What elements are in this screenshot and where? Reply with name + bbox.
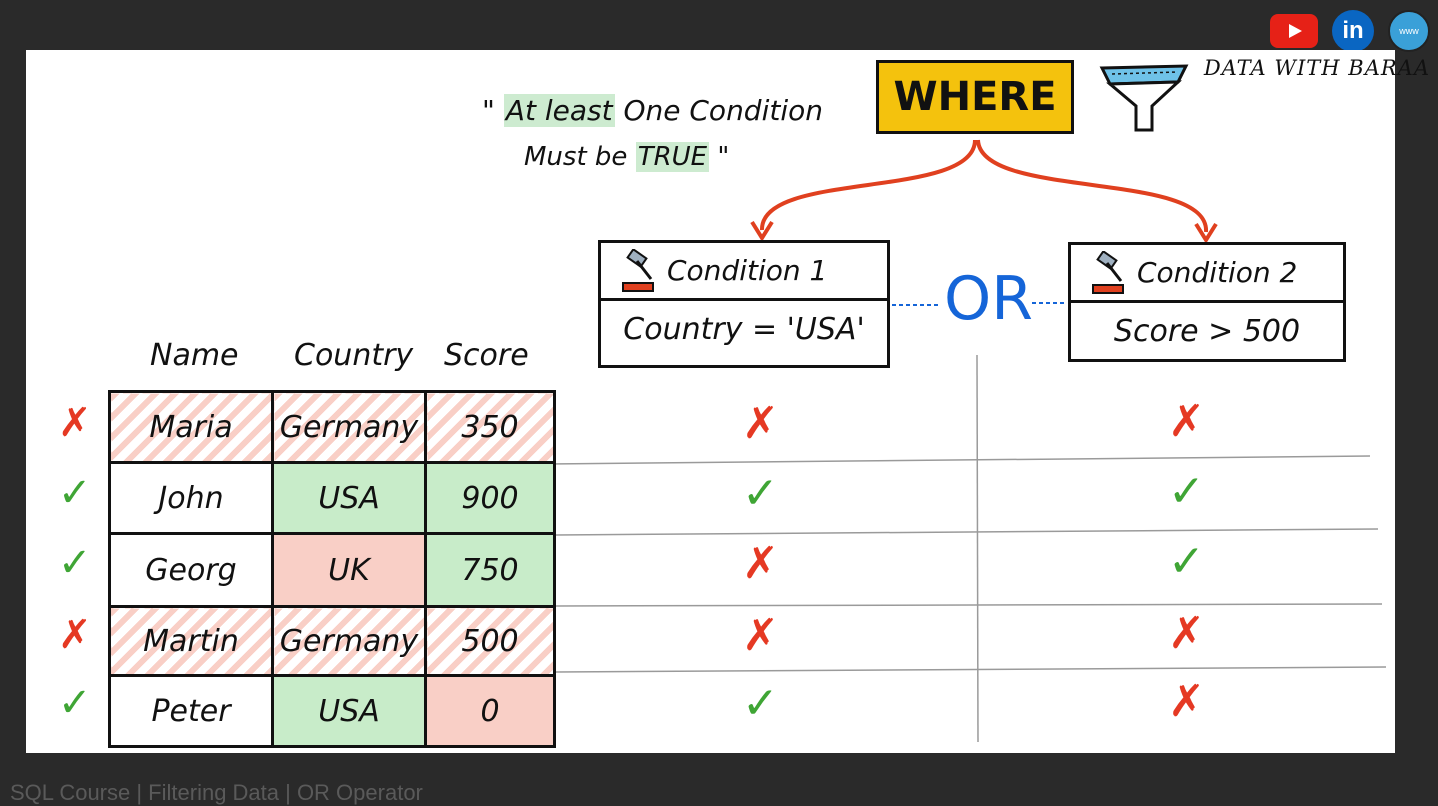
condition-2-result: ✗: [1168, 608, 1205, 659]
row-divider-1: [547, 455, 1371, 465]
cell-score: 0: [424, 674, 556, 748]
cell-score: 500: [424, 605, 556, 677]
note-true: TRUE: [635, 142, 710, 172]
row-divider-4: [555, 666, 1387, 673]
cell-name: John: [108, 461, 274, 535]
footer-caption: SQL Course | Filtering Data | OR Operato…: [10, 780, 423, 805]
youtube-icon[interactable]: [1270, 14, 1318, 48]
vertical-divider: [976, 354, 979, 743]
condition-1-box: Condition 1 Country = 'USA': [598, 240, 890, 368]
header-score: Score: [444, 338, 529, 373]
row-result-mark: ✓: [58, 470, 92, 516]
gavel-icon: [622, 248, 654, 292]
header-country: Country: [294, 338, 414, 373]
cell-score: 350: [424, 390, 556, 464]
row-result-mark: ✗: [58, 400, 92, 446]
filter-funnel-icon: [1099, 64, 1189, 132]
condition-1-expression: Country = 'USA': [623, 311, 865, 347]
cell-name: Georg: [108, 532, 274, 608]
row-result-mark: ✗: [58, 612, 92, 658]
note-must-be: Must be: [524, 142, 628, 172]
arrowhead-1: [750, 220, 774, 242]
condition-2-title: Condition 2: [1137, 256, 1298, 289]
row-divider-3: [555, 603, 1383, 607]
condition-1-result: ✗: [742, 398, 779, 449]
cell-name: Maria: [108, 390, 274, 464]
cell-country: USA: [271, 461, 427, 535]
or-operator-label: OR: [944, 264, 1033, 334]
arrow-to-condition-1: [759, 139, 977, 231]
condition-1-result: ✓: [742, 678, 779, 729]
condition-2-header: Condition 2: [1071, 245, 1343, 303]
condition-2-result: ✓: [1168, 466, 1205, 517]
quote-open: ": [482, 94, 495, 127]
brand-name: DATA WITH BARAA: [1203, 56, 1430, 80]
row-divider-2: [555, 528, 1379, 536]
note-line-1: " At least One Condition: [482, 94, 823, 127]
cell-name: Martin: [108, 605, 274, 677]
condition-1-header: Condition 1: [601, 243, 887, 301]
cell-country: Germany: [271, 390, 427, 464]
condition-1-title: Condition 1: [667, 254, 828, 287]
row-result-mark: ✓: [58, 680, 92, 726]
cell-country: USA: [271, 674, 427, 748]
cell-country: Germany: [271, 605, 427, 677]
cell-score: 900: [424, 461, 556, 535]
cell-name: Peter: [108, 674, 274, 748]
cell-score: 750: [424, 532, 556, 608]
condition-1-result: ✗: [742, 610, 779, 661]
condition-1-result: ✗: [742, 538, 779, 589]
where-box: WHERE: [876, 60, 1074, 134]
note-at-least: At least: [503, 94, 615, 127]
gavel-icon: [1092, 250, 1124, 294]
condition-2-expression: Score > 500: [1113, 313, 1301, 349]
condition-2-result: ✗: [1168, 396, 1205, 447]
header-name: Name: [150, 338, 239, 373]
condition-2-result: ✗: [1168, 676, 1205, 727]
linkedin-icon[interactable]: in: [1332, 10, 1374, 52]
quote-close: ": [717, 142, 730, 172]
condition-2-box: Condition 2 Score > 500: [1068, 242, 1346, 362]
condition-1-result: ✓: [742, 468, 779, 519]
note-one-condition: One Condition: [623, 94, 823, 127]
arrowhead-2: [1194, 222, 1218, 244]
website-icon[interactable]: www: [1388, 10, 1430, 52]
condition-2-result: ✓: [1168, 536, 1205, 587]
cell-country: UK: [271, 532, 427, 608]
social-icons: in www: [1270, 10, 1430, 52]
row-result-mark: ✓: [58, 540, 92, 586]
arrow-to-condition-2: [976, 139, 1209, 233]
note-line-2: Must be TRUE ": [524, 142, 729, 172]
